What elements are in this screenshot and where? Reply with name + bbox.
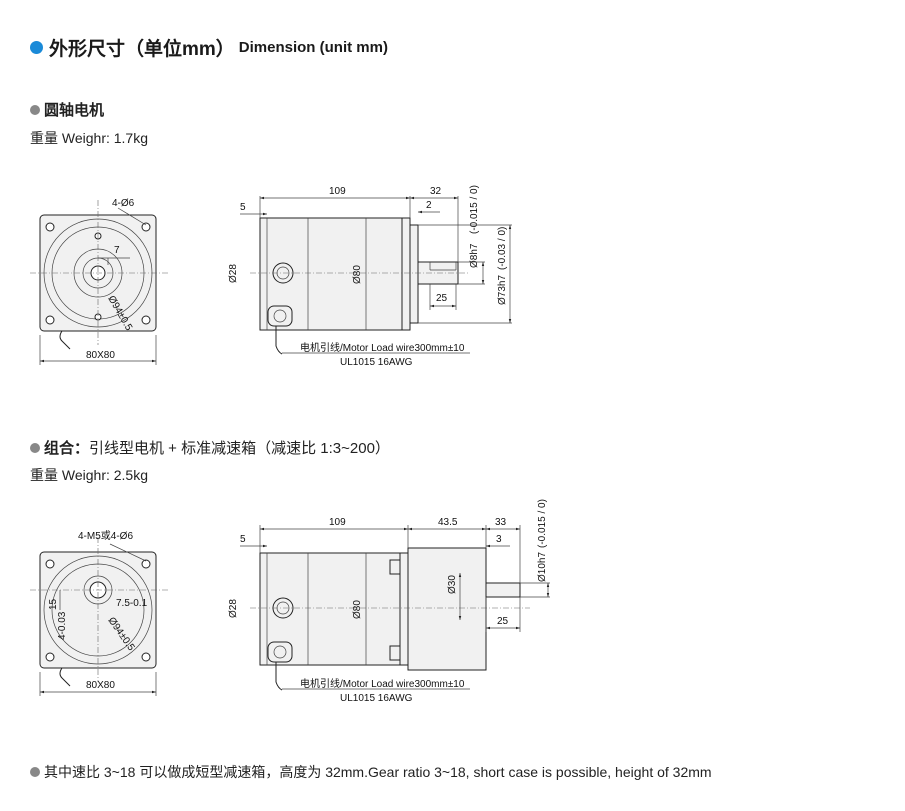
section2-weight: 重量 Weighr: 2.5kg [30, 467, 149, 483]
section-bullet-icon [30, 104, 40, 115]
section2-label-bold: 组合： [44, 440, 90, 457]
s1-front-view: 7 4-Ø6 Ø94±0.5 80X80 [30, 198, 168, 365]
s1-length-dim: 109 [329, 186, 346, 197]
s2-gearbox [407, 547, 487, 671]
s2-shaft [485, 582, 521, 598]
s1-square-dim: 80X80 [86, 350, 115, 361]
section1-heading: 圆轴电机 [30, 99, 104, 120]
s1-keylen-dim: 25 [436, 293, 448, 304]
title-cn: 外形尺寸（单位mm） [49, 39, 235, 60]
s1-spigot-dim: Ø73h7 [497, 275, 508, 305]
s1-wire-spec: UL1015 16AWG [340, 357, 413, 368]
page-title: 外形尺寸（单位mm） Dimension (unit mm) [30, 34, 388, 61]
s2-shaft-dim: Ø10h7 [537, 552, 548, 582]
s2-step-dim: 3 [496, 534, 502, 545]
s1-key-dim: 7 [114, 245, 120, 256]
s1-step-dim: 2 [426, 200, 432, 211]
title-bullet-icon [30, 41, 43, 54]
s2-wire-label: 电机引线/Motor Load wire300mm±10 [300, 677, 465, 690]
s2-motor-body [259, 552, 409, 666]
s2-boss-dim: Ø28 [228, 599, 239, 618]
s1-spigot-tol: (-0.03 / 0) [497, 227, 508, 270]
s1-boss-dim: Ø28 [228, 264, 239, 283]
s2-shaft-tol: (-0.015 / 0) [537, 499, 548, 548]
s2-shaftlen-dim: 33 [495, 517, 507, 528]
s2-keyh-dim: 4-0.03 [57, 611, 68, 640]
s2-spigot-dim: Ø30 [447, 575, 458, 594]
section1-label: 圆轴电机 [44, 102, 105, 119]
s2-flange [399, 552, 409, 666]
s1-wire-label: 电机引线/Motor Load wire300mm±10 [300, 341, 465, 354]
s1-cable-gland [267, 305, 293, 327]
s2-keyw-dim: 7.5-0.1 [116, 598, 148, 609]
s1-wire-lead [59, 330, 71, 350]
s2-cable [275, 662, 283, 691]
s1-side-view: 109 32 5 2 Ø28 Ø80 Ø8h7 (-0.015 / 0) Ø73… [228, 185, 512, 368]
footer-bullet-icon [30, 767, 40, 777]
s2-square-dim: 80X80 [86, 680, 115, 691]
section-bullet-icon [30, 442, 40, 453]
s2-wire-spec: UL1015 16AWG [340, 693, 413, 704]
footer-note: 其中速比 3~18 可以做成短型减速箱，高度为 32mm.Gear ratio … [30, 762, 712, 782]
s1-holes-dim: 4-Ø6 [112, 198, 135, 209]
s2-side-view: 109 43.5 33 5 3 Ø28 Ø80 Ø30 Ø10h7 (-0.01… [228, 499, 550, 704]
title-en: Dimension (unit mm) [238, 39, 388, 56]
footer-note-text: 其中速比 3~18 可以做成短型减速箱，高度为 32mm.Gear ratio … [44, 764, 712, 780]
s2-holes-dim: 4-M5或4-Ø6 [78, 530, 133, 542]
section1-weight: 重量 Weighr: 1.7kg [30, 130, 149, 146]
s2-dim15: 15 [48, 598, 59, 610]
s2-keylen-dim: 25 [497, 616, 509, 627]
s1-shaftlen-dim: 32 [430, 186, 442, 197]
s2-cable-gland [267, 641, 293, 663]
s1-body-dim: Ø80 [352, 265, 363, 284]
s2-wire-lead [59, 667, 71, 687]
s2-body-dim: Ø80 [352, 600, 363, 619]
s2-flange-dim: 5 [240, 534, 246, 545]
s1-spigot [409, 224, 419, 324]
s1-shaft-dim: Ø8h7 [469, 243, 480, 268]
section2-label: 引线型电机 + 标准减速箱（减速比 1:3~200） [89, 440, 390, 457]
s2-front-view: 15 4-0.03 7.5-0.1 4-M5或4-Ø6 Ø94±0.5 80X8… [30, 530, 168, 696]
s1-shaft-tol: (-0.015 / 0) [469, 185, 480, 234]
s1-flange [401, 217, 411, 331]
s1-flange-dim: 5 [240, 202, 246, 213]
section2-heading: 组合： 引线型电机 + 标准减速箱（减速比 1:3~200） [30, 437, 390, 458]
s2-gearlen-dim: 43.5 [438, 517, 458, 528]
s2-length-dim: 109 [329, 517, 346, 528]
s1-cable [275, 326, 283, 355]
